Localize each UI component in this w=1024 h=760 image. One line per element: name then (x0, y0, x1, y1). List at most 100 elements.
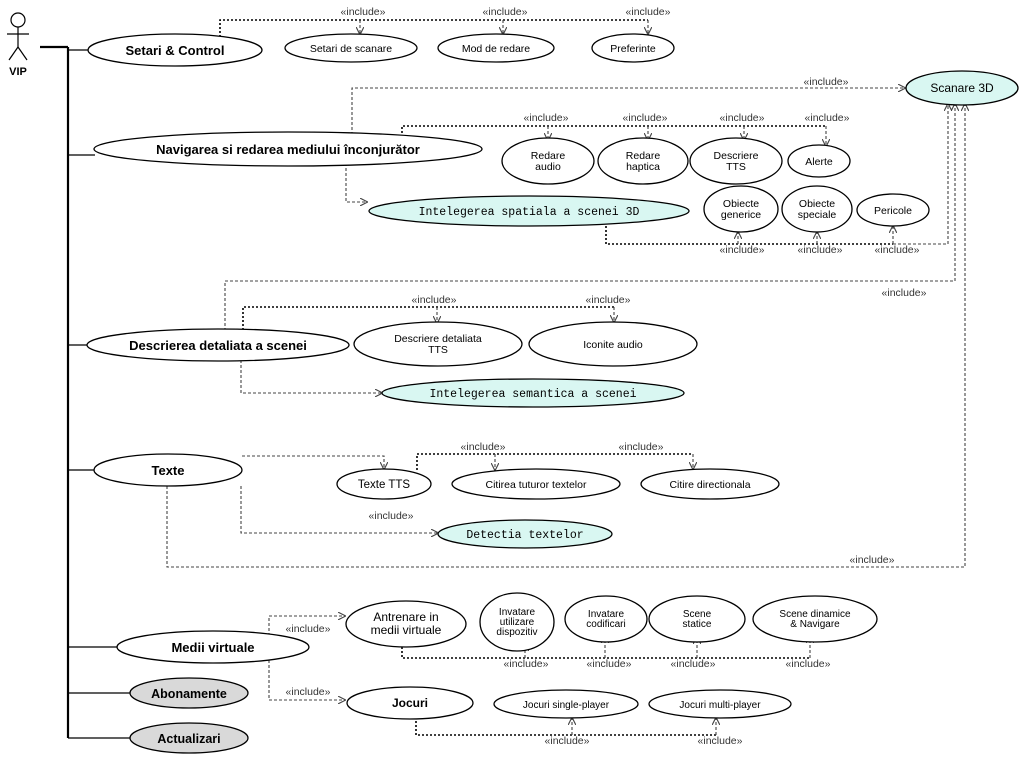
svg-text:Scene: Scene (683, 609, 712, 620)
svg-text:Mod de redare: Mod de redare (462, 43, 530, 55)
svg-text:Descriere: Descriere (714, 150, 759, 162)
use-case-invatare-codificari[interactable]: Invatare codificari (564, 595, 648, 643)
use-case-descriere-tts[interactable]: Descriere TTS (689, 137, 783, 185)
use-case-jocuri-multi[interactable]: Jocuri multi-player (648, 689, 792, 719)
include-label: «include» (805, 112, 850, 124)
use-case-detectia-textelor[interactable]: Detectia textelor (437, 519, 613, 549)
include-label: «include» (850, 554, 895, 566)
use-case-texte-tts[interactable]: Texte TTS (336, 468, 432, 500)
use-case-medii-virtuale[interactable]: Medii virtuale (116, 630, 310, 664)
svg-text:Antrenare in: Antrenare in (373, 610, 438, 624)
actor-associations (40, 45, 130, 739)
use-case-obiecte-generice[interactable]: Obiecte generice (703, 185, 779, 233)
use-case-antrenare[interactable]: Antrenare in medii virtuale (345, 600, 467, 648)
svg-text:Citirea tuturor textelor: Citirea tuturor textelor (486, 479, 587, 491)
svg-text:Pericole: Pericole (874, 205, 912, 217)
include-label: «include» (504, 658, 549, 670)
use-case-actualizari[interactable]: Actualizari (129, 722, 249, 754)
use-case-preferinte[interactable]: Preferinte (591, 33, 675, 63)
use-case-citire-directionala[interactable]: Citire directionala (640, 468, 780, 500)
include-label: «include» (587, 658, 632, 670)
svg-text:Intelegerea semantica a scenei: Intelegerea semantica a scenei (429, 388, 636, 401)
use-case-intelegere-spatiala[interactable]: Intelegerea spatiala a scenei 3D (368, 195, 690, 227)
use-case-alerte[interactable]: Alerte (787, 144, 851, 178)
svg-text:Descriere detaliata: Descriere detaliata (394, 333, 482, 345)
include-relations (166, 19, 965, 736)
svg-text:Obiecte: Obiecte (723, 198, 759, 210)
include-label: «include» (798, 244, 843, 256)
svg-text:Setari & Control: Setari & Control (126, 43, 225, 58)
use-case-abonamente[interactable]: Abonamente (129, 677, 249, 709)
svg-text:Alerte: Alerte (805, 156, 833, 168)
svg-text:codificari: codificari (586, 619, 625, 630)
use-case-scene-statice[interactable]: Scene statice (648, 595, 746, 643)
svg-text:Navigarea si redarea mediului: Navigarea si redarea mediului înconjurăt… (156, 142, 420, 157)
include-label: «include» (671, 658, 716, 670)
use-case-iconite-audio[interactable]: Iconite audio (528, 321, 698, 367)
use-case-citirea-textelor[interactable]: Citirea tuturor textelor (451, 468, 621, 500)
svg-text:Invatare: Invatare (499, 607, 536, 618)
use-case-invatare-dispozitiv[interactable]: Invatare utilizare dispozitiv (479, 592, 555, 652)
use-case-descriere-detaliata-tts[interactable]: Descriere detaliata TTS (353, 321, 523, 367)
svg-text:Medii virtuale: Medii virtuale (171, 640, 254, 655)
use-case-scene-dinamice[interactable]: Scene dinamice & Navigare (752, 595, 878, 643)
use-case-obiecte-speciale[interactable]: Obiecte speciale (781, 185, 853, 233)
use-case-descriere-scena[interactable]: Descrierea detaliata a scenei (86, 328, 350, 362)
include-label: «include» (286, 686, 331, 698)
include-label: «include» (586, 294, 631, 306)
use-case-jocuri[interactable]: Jocuri (346, 686, 474, 720)
use-case-mod-redare[interactable]: Mod de redare (437, 33, 555, 63)
svg-text:Jocuri single-player: Jocuri single-player (523, 700, 610, 711)
include-label: «include» (720, 244, 765, 256)
include-label: «include» (882, 287, 927, 299)
svg-text:utilizare: utilizare (500, 617, 535, 628)
use-case-intelegere-semantica[interactable]: Intelegerea semantica a scenei (381, 378, 685, 408)
svg-text:Preferinte: Preferinte (610, 43, 656, 55)
svg-text:medii virtuale: medii virtuale (371, 623, 442, 637)
include-labels: «include» «include» «include» «include» … (286, 6, 927, 747)
include-label: «include» (483, 6, 528, 18)
svg-text:haptica: haptica (626, 161, 660, 173)
actor-vip[interactable]: VIP (7, 12, 29, 78)
svg-text:Obiecte: Obiecte (799, 198, 835, 210)
svg-text:statice: statice (683, 619, 712, 630)
include-label: «include» (341, 6, 386, 18)
actor-label: VIP (9, 66, 27, 78)
use-case-setari-scanare[interactable]: Setari de scanare (284, 33, 418, 63)
svg-text:Texte TTS: Texte TTS (358, 479, 411, 491)
svg-text:Descrierea detaliata a scenei: Descrierea detaliata a scenei (129, 338, 307, 353)
include-label: «include» (720, 112, 765, 124)
svg-text:Citire directionala: Citire directionala (669, 479, 750, 491)
include-label: «include» (786, 658, 831, 670)
use-case-scanare-3d[interactable]: Scanare 3D (905, 70, 1019, 106)
svg-text:generice: generice (721, 209, 761, 221)
include-label: «include» (286, 623, 331, 635)
svg-text:dispozitiv: dispozitiv (496, 627, 537, 638)
svg-text:Detectia textelor: Detectia textelor (466, 529, 583, 542)
use-case-redare-audio[interactable]: Redare audio (501, 137, 595, 185)
svg-text:Actualizari: Actualizari (157, 732, 220, 746)
use-case-jocuri-single[interactable]: Jocuri single-player (493, 689, 639, 719)
svg-text:Scene dinamice: Scene dinamice (779, 609, 851, 620)
svg-text:Jocuri: Jocuri (392, 696, 428, 710)
include-label: «include» (619, 441, 664, 453)
include-label: «include» (369, 510, 414, 522)
use-case-navigare[interactable]: Navigarea si redarea mediului înconjurăt… (93, 131, 483, 167)
include-label: «include» (623, 112, 668, 124)
svg-text:& Navigare: & Navigare (790, 619, 840, 630)
use-case-redare-haptica[interactable]: Redare haptica (597, 137, 689, 185)
include-label: «include» (524, 112, 569, 124)
svg-text:TTS: TTS (428, 344, 448, 356)
svg-text:audio: audio (535, 161, 561, 173)
svg-text:Setari de scanare: Setari de scanare (310, 43, 392, 55)
use-case-setari-control[interactable]: Setari & Control (87, 33, 263, 67)
svg-text:TTS: TTS (726, 161, 746, 173)
include-label: «include» (698, 735, 743, 747)
use-case-texte[interactable]: Texte (93, 453, 243, 487)
use-case-pericole[interactable]: Pericole (856, 193, 930, 227)
include-label: «include» (461, 441, 506, 453)
include-label: «include» (412, 294, 457, 306)
svg-text:speciale: speciale (798, 209, 837, 221)
svg-text:Intelegerea spatiala a scenei: Intelegerea spatiala a scenei 3D (419, 206, 640, 219)
